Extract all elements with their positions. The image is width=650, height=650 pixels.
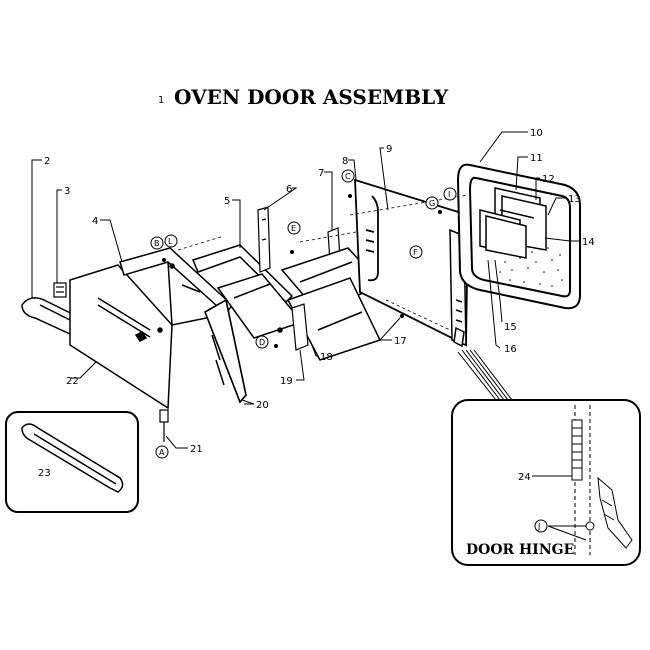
letter-J: J	[537, 522, 540, 531]
title-marker: 1	[158, 95, 164, 106]
callout-6: 6	[286, 184, 292, 195]
alignment-lines	[177, 194, 469, 331]
callout-16: 16	[504, 344, 517, 355]
callout-23: 23	[38, 468, 51, 479]
screws	[162, 194, 442, 348]
callout-13: 13	[568, 194, 581, 205]
callout-7: 7	[318, 168, 324, 179]
callout-14: 14	[582, 237, 595, 248]
marker-circle-F	[409, 245, 423, 259]
callout-12: 12	[542, 174, 555, 185]
letter-F: F	[413, 248, 418, 257]
letter-labels: A B L C D E F G I	[154, 172, 450, 457]
callout-8: 8	[342, 156, 348, 167]
marker-circle-E	[287, 221, 301, 235]
callout-4: 4	[92, 216, 98, 227]
callout-10: 10	[530, 128, 543, 139]
inset-door-hinge-box: J 24 DOOR HINGE	[451, 399, 641, 566]
callout-2: 2	[44, 156, 50, 167]
callout-22: 22	[66, 376, 79, 387]
part-inner-glass-18	[280, 247, 384, 361]
marker-circle-I	[443, 187, 457, 201]
letter-B: B	[154, 239, 160, 248]
callout-18: 18	[320, 352, 333, 363]
callout-19: 19	[280, 376, 293, 387]
part-bracket-3	[53, 282, 67, 298]
callout-17: 17	[394, 336, 407, 347]
part-strip-6	[257, 206, 271, 273]
marker-circle-D	[255, 335, 269, 349]
letter-L: L	[168, 237, 173, 246]
inset-title: DOOR HINGE	[466, 542, 574, 558]
callout-20: 20	[256, 400, 269, 411]
diagram-title: OVEN DOOR ASSEMBLY	[174, 85, 449, 109]
marker-circle-C	[341, 169, 355, 183]
callout-9: 9	[386, 144, 392, 155]
part-bracket-19	[291, 303, 309, 351]
marker-circle-G	[425, 196, 439, 210]
marker-circle-A	[155, 445, 169, 459]
part-glass-stack	[479, 187, 547, 259]
callout-11: 11	[530, 153, 543, 164]
hinge-pointer	[457, 349, 513, 401]
part-front-glass	[69, 264, 173, 410]
leader-lines	[31, 131, 580, 449]
callout-24: 24	[518, 472, 531, 483]
letter-D: D	[259, 338, 265, 347]
letter-E: E	[291, 224, 296, 233]
callout-numbers: 2 3 4 5 6 7 8 9 10 11 12 13 14 15 16 17 …	[44, 128, 595, 455]
inset-handle-box: 23	[5, 411, 139, 513]
callout-15: 15	[504, 322, 517, 333]
letter-I: I	[448, 190, 450, 199]
part-side-channel-20	[204, 298, 247, 404]
callout-5: 5	[224, 196, 230, 207]
callout-3: 3	[64, 186, 70, 197]
letter-A: A	[159, 448, 165, 457]
letter-G: G	[429, 199, 435, 208]
marker-circle-B	[150, 236, 164, 250]
marker-circle-L	[164, 234, 178, 248]
callout-21: 21	[190, 444, 203, 455]
letter-markers	[150, 169, 457, 459]
part-pin-21	[159, 409, 169, 442]
letter-C: C	[345, 172, 351, 181]
